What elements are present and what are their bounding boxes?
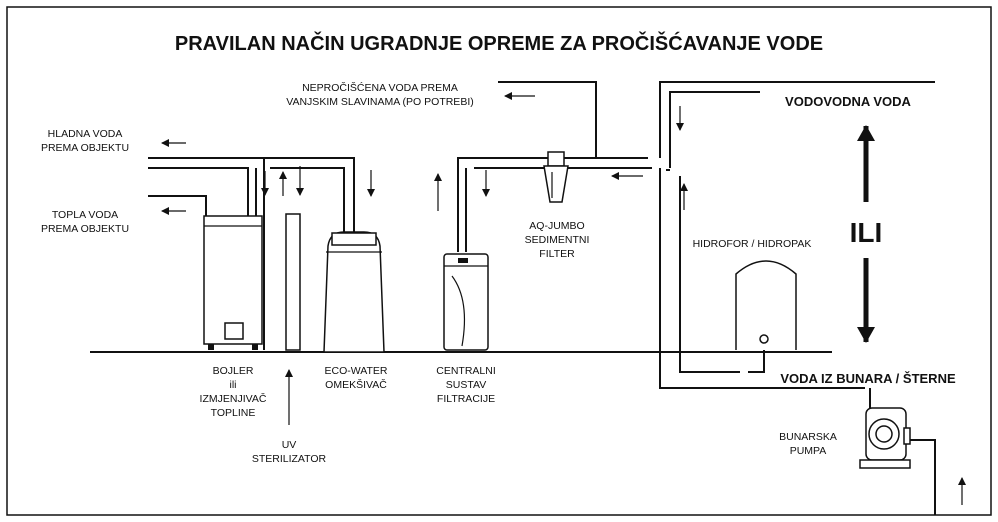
mains-water-label: VODOVODNA VODA bbox=[785, 94, 912, 109]
untreated-water-label: NEPROČIŠĆENA VODA PREMA VANJSKIM SLAVINA… bbox=[286, 81, 473, 108]
svg-text:TOPLA VODA: TOPLA VODA bbox=[52, 209, 118, 221]
svg-text:ili: ili bbox=[230, 379, 237, 391]
boiler bbox=[203, 215, 263, 350]
central-filtration-label: CENTRALNI SUSTAV FILTRACIJE bbox=[436, 365, 496, 405]
svg-text:SUSTAV: SUSTAV bbox=[446, 379, 486, 391]
hydrofor-tank bbox=[735, 260, 797, 350]
well-pump-label: BUNARSKA PUMPA bbox=[779, 431, 837, 457]
svg-text:SEDIMENTNI: SEDIMENTNI bbox=[525, 234, 590, 246]
svg-text:PREMA OBJEKTU: PREMA OBJEKTU bbox=[41, 142, 129, 154]
aq-jumbo-label: AQ-JUMBO SEDIMENTNI FILTER bbox=[525, 220, 590, 260]
cold-water-label: HLADNA VODA PREMA OBJEKTU bbox=[41, 128, 129, 154]
svg-text:OMEKŠIVAČ: OMEKŠIVAČ bbox=[325, 378, 387, 391]
svg-text:STERILIZATOR: STERILIZATOR bbox=[252, 453, 327, 465]
svg-text:FILTRACIJE: FILTRACIJE bbox=[437, 393, 495, 405]
outer-frame bbox=[6, 6, 992, 516]
or-label: ILI bbox=[850, 217, 883, 248]
svg-text:VANJSKIM SLAVINAMA (PO POTREBI: VANJSKIM SLAVINAMA (PO POTREBI) bbox=[286, 96, 473, 108]
hydrofor-label: HIDROFOR / HIDROPAK bbox=[693, 238, 812, 250]
eco-water-softener bbox=[323, 231, 385, 353]
well-water-label: VODA IZ BUNARA / ŠTERNE bbox=[780, 371, 956, 386]
central-filtration-unit bbox=[443, 253, 489, 351]
svg-text:UV: UV bbox=[282, 439, 297, 451]
svg-text:CENTRALNI: CENTRALNI bbox=[436, 365, 496, 377]
hot-water-pipe bbox=[148, 195, 207, 218]
svg-text:PUMPA: PUMPA bbox=[790, 445, 827, 457]
uv-sterilizer bbox=[285, 213, 301, 351]
eco-water-label: ECO-WATER OMEKŠIVAČ bbox=[325, 365, 388, 391]
boiler-label: BOJLER ili IZMJENJIVAČ TOPLINE bbox=[200, 365, 267, 419]
aq-jumbo-filter bbox=[543, 151, 569, 203]
svg-text:PREMA OBJEKTU: PREMA OBJEKTU bbox=[41, 223, 129, 235]
well-pipe bbox=[666, 169, 936, 515]
svg-text:TOPLINE: TOPLINE bbox=[211, 407, 256, 419]
svg-text:AQ-JUMBO: AQ-JUMBO bbox=[529, 220, 584, 232]
cold-water-pipe bbox=[148, 157, 467, 350]
svg-text:HLADNA VODA: HLADNA VODA bbox=[48, 128, 123, 140]
svg-text:NEPROČIŠĆENA VODA PREMA: NEPROČIŠĆENA VODA PREMA bbox=[302, 81, 458, 94]
svg-text:FILTER: FILTER bbox=[539, 248, 575, 260]
svg-text:ECO-WATER: ECO-WATER bbox=[325, 365, 388, 377]
diagram-title: PRAVILAN NAČIN UGRADNJE OPREME ZA PROČIŠ… bbox=[175, 31, 823, 55]
svg-text:BUNARSKA: BUNARSKA bbox=[779, 431, 837, 443]
flow-arrows bbox=[161, 92, 966, 505]
mains-inlet-pipe bbox=[659, 81, 935, 389]
hot-water-label: TOPLA VODA PREMA OBJEKTU bbox=[41, 209, 129, 235]
well-pump bbox=[859, 407, 911, 469]
uv-sterilizer-label: UV STERILIZATOR bbox=[252, 439, 327, 465]
svg-text:IZMJENJIVAČ: IZMJENJIVAČ bbox=[200, 392, 267, 405]
svg-text:BOJLER: BOJLER bbox=[213, 365, 254, 377]
